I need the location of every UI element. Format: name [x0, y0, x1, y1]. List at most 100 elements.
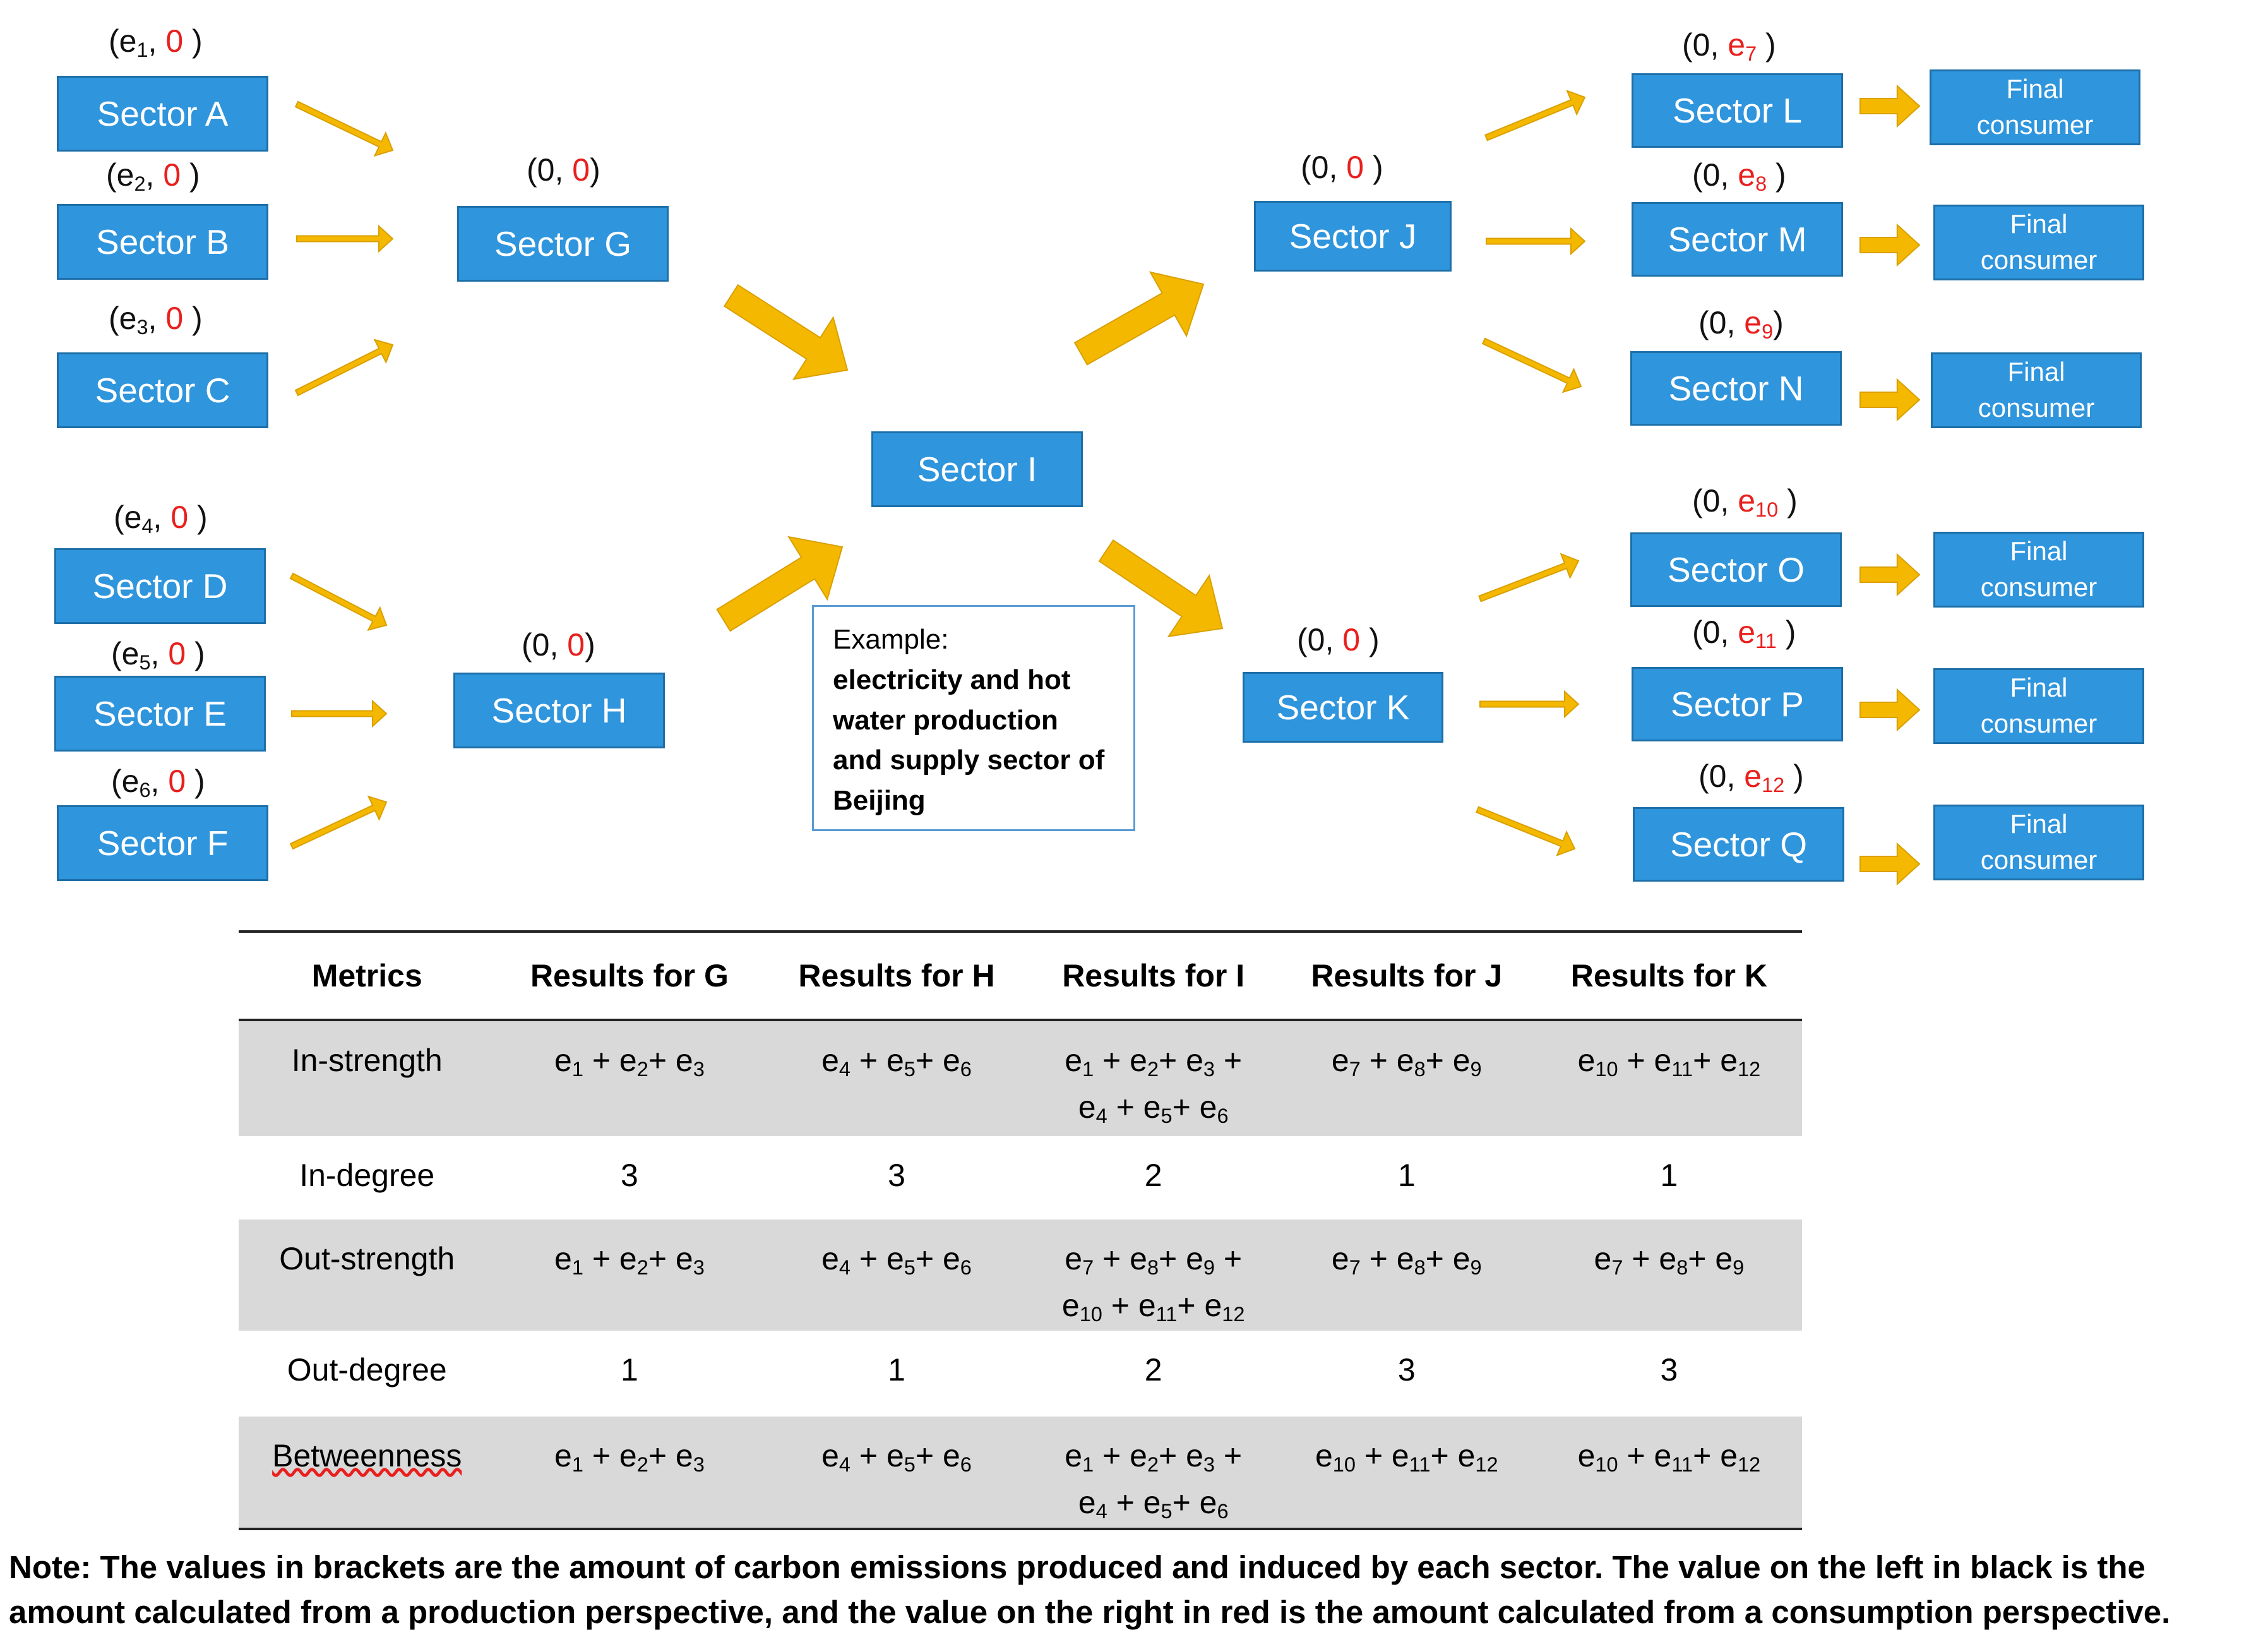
- tuple-sector-q: (0, e12 ): [1698, 758, 1804, 797]
- arrow-sector-n-to-consumer: [1859, 378, 1921, 422]
- arrow-h-to-i: [716, 536, 844, 632]
- sector-b-node: Sector B: [57, 204, 268, 280]
- arrow-sector-l-to-consumer: [1859, 84, 1921, 128]
- sector-p-node: Sector P: [1632, 667, 1843, 741]
- result-cell: e7 + e8+ e9: [1277, 1020, 1536, 1136]
- sector-j-node: Sector J: [1254, 201, 1452, 272]
- metric-name-cell: Out-strength: [239, 1220, 496, 1331]
- sector-o-node: Sector O: [1630, 532, 1842, 607]
- result-cell: e1 + e2+ e3: [495, 1417, 764, 1530]
- tuple-sector-h: (0, 0): [522, 627, 595, 662]
- table-header-cell: Results for H: [763, 930, 1030, 1021]
- result-cell: e10 + e11+ e12: [1536, 1020, 1802, 1136]
- result-cell: e4 + e5+ e6: [763, 1020, 1030, 1136]
- result-cell: 3: [1660, 1352, 1678, 1387]
- sector-c-node: Sector C: [57, 352, 268, 428]
- sector-e-node: Sector E: [54, 676, 266, 752]
- result-cell: e1 + e2+ e3 +e4 + e5+ e6: [1029, 1020, 1277, 1136]
- arrow-sector-p-to-consumer: [1859, 688, 1921, 732]
- result-cell: 2: [1144, 1352, 1162, 1387]
- example-body: electricity and hot water production and…: [833, 664, 1105, 817]
- arrow-sector-q-to-consumer: [1859, 842, 1921, 886]
- tuple-sector-c: (e3, 0 ): [109, 301, 203, 339]
- arrow-k-to-o: [1478, 553, 1580, 602]
- arrow-j-to-n: [1481, 337, 1582, 393]
- result-cell: e7 + e8+ e9: [1277, 1220, 1536, 1331]
- arrow-d-to-h: [289, 572, 388, 632]
- result-cell: 1: [1397, 1158, 1416, 1193]
- arrow-g-to-i: [723, 284, 849, 380]
- example-title: Example:: [833, 624, 949, 655]
- sector-g-node: Sector G: [457, 206, 669, 282]
- result-cell: 1: [888, 1352, 905, 1387]
- result-cell: e7 + e8+ e9 +e10 + e11+ e12: [1029, 1220, 1277, 1331]
- figure-note: Note: The values in brackets are the amo…: [9, 1549, 2171, 1631]
- result-cell: 2: [1144, 1158, 1162, 1193]
- arrow-sector-m-to-consumer: [1859, 223, 1921, 267]
- tuple-sector-m: (0, e8 ): [1692, 157, 1786, 196]
- sector-i-node: Sector I: [871, 431, 1083, 507]
- sector-q-node: Sector Q: [1633, 807, 1844, 882]
- result-cell: 1: [1660, 1158, 1678, 1193]
- tuple-sector-a: (e1, 0 ): [109, 23, 203, 62]
- arrow-sector-o-to-consumer: [1859, 553, 1921, 597]
- sector-l-node: Sector L: [1632, 73, 1843, 148]
- arrow-i-to-k: [1098, 539, 1224, 638]
- table-header-cell: Metrics: [239, 930, 496, 1021]
- sector-k-node: Sector K: [1243, 672, 1443, 743]
- tuple-sector-d: (e4, 0 ): [114, 500, 208, 538]
- table-header-cell: Results for I: [1029, 930, 1277, 1021]
- tuple-sector-b: (e2, 0 ): [106, 157, 200, 196]
- result-cell: e4 + e5+ e6: [763, 1220, 1030, 1331]
- result-cell: 3: [1397, 1352, 1416, 1387]
- result-cell: e10 + e11+ e12: [1277, 1417, 1536, 1530]
- table-header-cell: Results for K: [1536, 930, 1802, 1021]
- sector-h-node: Sector H: [453, 673, 665, 748]
- result-cell: e1 + e2+ e3: [495, 1220, 764, 1331]
- arrow-a-to-g: [294, 100, 394, 157]
- arrow-i-to-j: [1073, 271, 1205, 366]
- arrow-j-to-m: [1486, 227, 1586, 256]
- table-row: Out-degree 1 1 2 3 3: [239, 1331, 1802, 1417]
- tuple-sector-n: (0, e9): [1698, 305, 1784, 344]
- sector-d-node: Sector D: [54, 548, 266, 624]
- tuple-sector-j: (0, 0 ): [1301, 150, 1383, 185]
- arrow-c-to-g: [294, 339, 394, 397]
- sector-a-node: Sector A: [57, 76, 268, 152]
- result-cell: e7 + e8+ e9: [1536, 1220, 1802, 1331]
- tuple-sector-p: (0, e11 ): [1692, 614, 1796, 653]
- metric-name-cell: Out-degree: [287, 1352, 447, 1387]
- tuple-sector-f: (e6, 0 ): [111, 764, 205, 802]
- result-cell: e4 + e5+ e6: [763, 1417, 1030, 1530]
- arrow-k-to-p: [1479, 690, 1580, 719]
- tuple-sector-g: (0, 0): [527, 152, 600, 188]
- sector-n-node: Sector N: [1630, 351, 1842, 426]
- table-header-cell: Results for J: [1277, 930, 1536, 1021]
- arrow-j-to-l: [1484, 90, 1586, 141]
- metric-name-cell: In-strength: [239, 1020, 496, 1136]
- result-cell: e1 + e2+ e3 +e4 + e5+ e6: [1029, 1417, 1277, 1530]
- arrow-b-to-g: [296, 224, 394, 253]
- metric-name-cell: Betweenness: [239, 1417, 496, 1530]
- sector-f-node: Sector F: [57, 805, 268, 881]
- example-box: Example: electricity and hot water produ…: [812, 605, 1135, 831]
- result-cell: 3: [888, 1158, 905, 1193]
- arrow-e-to-h: [291, 699, 388, 728]
- result-cell: e10 + e11+ e12: [1536, 1417, 1802, 1530]
- sector-m-node: Sector M: [1632, 202, 1843, 277]
- metric-name-cell: In-degree: [299, 1158, 435, 1193]
- tuple-sector-o: (0, e10 ): [1692, 483, 1798, 522]
- tuple-sector-k: (0, 0 ): [1297, 622, 1380, 657]
- result-cell: 1: [621, 1352, 638, 1387]
